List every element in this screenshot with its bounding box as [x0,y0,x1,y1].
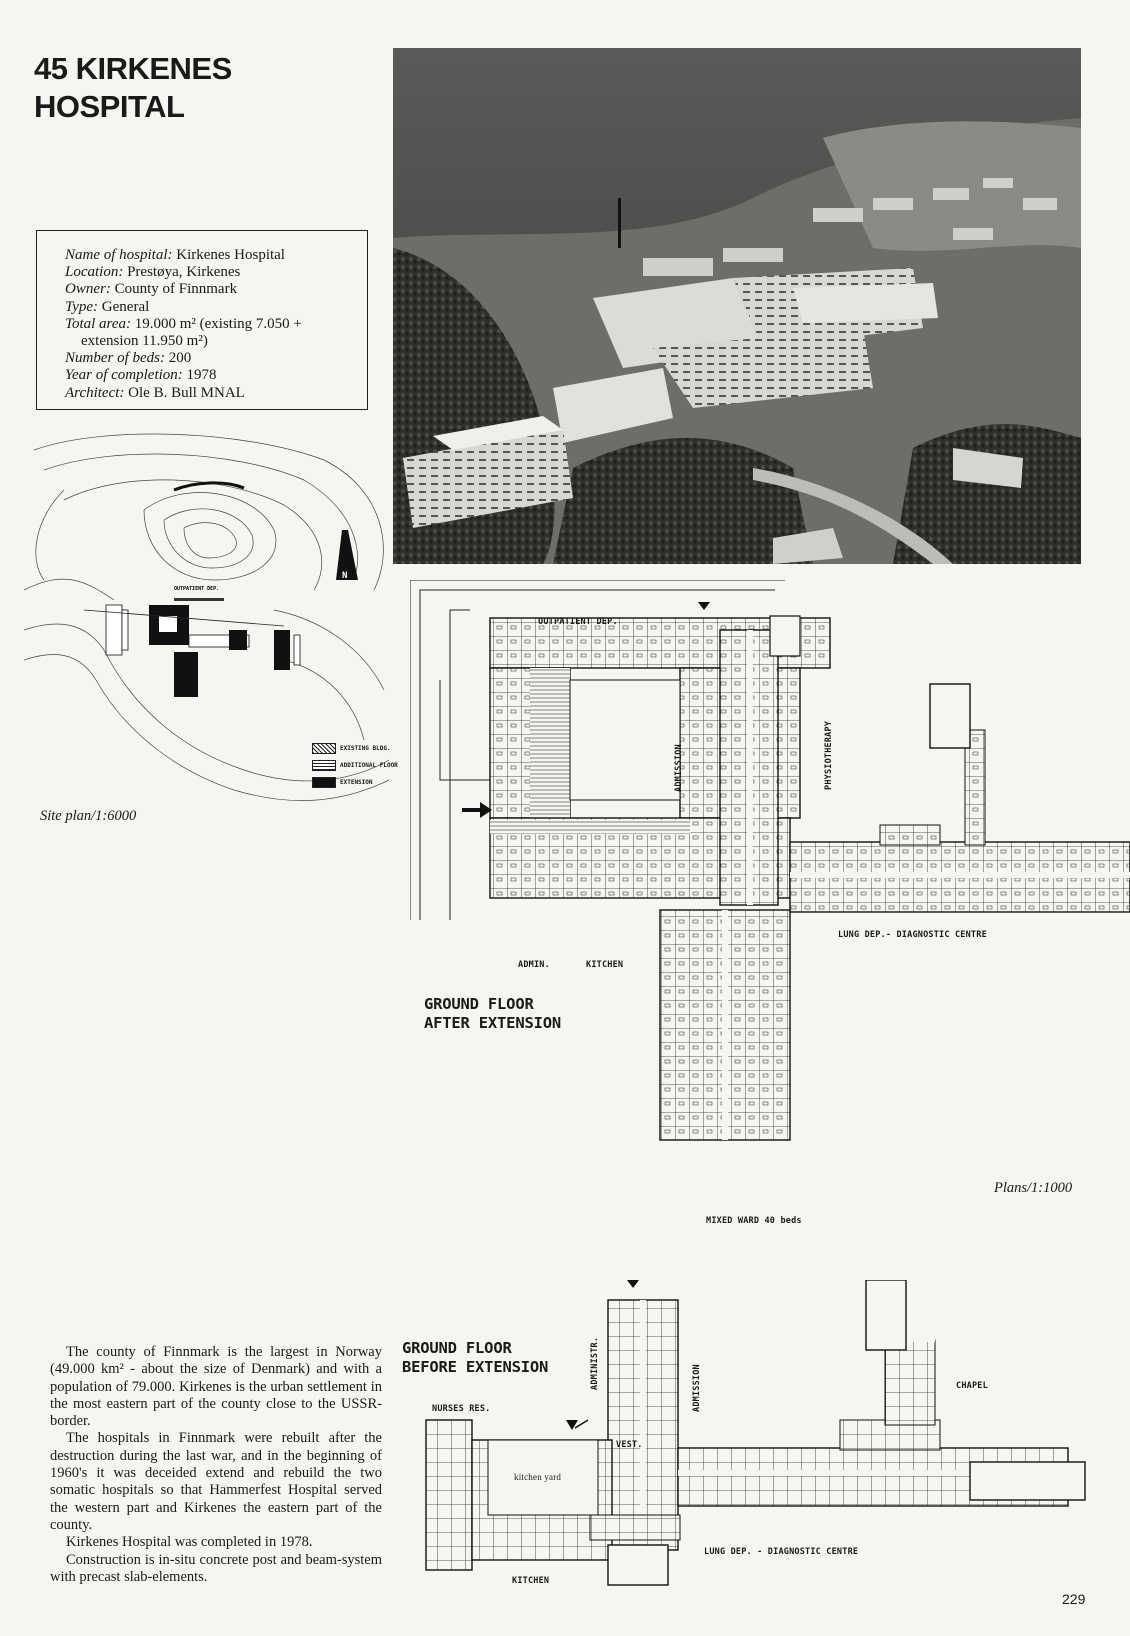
label-physiotherapy: PHYSIOTHERAPY [824,720,834,790]
label-nurses-res: NURSES RES. [432,1404,491,1414]
label-lung-dep-before: LUNG DEP. - DIAGNOSTIC CENTRE [704,1547,859,1557]
floor-plan-after-extension [410,580,1130,1141]
label-vest: VEST. [616,1440,643,1450]
site-plan-drawing: N OUTPATIENT DEP. [24,433,390,801]
plan-before-heading: GROUND FLOOR BEFORE EXTENSION [402,1339,549,1376]
label-mixed-ward: MIXED WARD 40 beds [706,1216,802,1226]
title-line-1: 45 KIRKENES [34,51,232,86]
label-chapel: CHAPEL [956,1381,988,1391]
page-title: 45 KIRKENES HOSPITAL [34,50,354,126]
paragraph: Construction is in-situ concrete post an… [50,1551,382,1585]
paragraph: The county of Finnmark is the largest in… [50,1344,382,1430]
site-road-label: OUTPATIENT DEP. [174,586,219,592]
site-plan-legend: EXISTING BLDG. ADDITIONAL FLOOR EXTENSIO… [312,740,398,791]
floor-plan-before-extension [425,1280,1086,1586]
info-location: Location: Prestøya, Kirkenes [65,264,241,281]
label-lung-dep: LUNG DEP.- DIAGNOSTIC CENTRE [838,930,987,940]
info-architect: Architect: Ole B. Bull MNAL [65,384,245,401]
label-admission-before: ADMISSION [692,1364,702,1412]
info-type: Type: General [65,298,150,315]
info-beds: Number of beds: 200 [65,350,192,367]
label-kitchen: KITCHEN [586,960,624,970]
label-kitchen-yard: kitchen yard [514,1472,562,1482]
info-area: Total area: 19.000 m² (existing 7.050 + [65,315,302,332]
info-name: Name of hospital: Kirkenes Hospital [65,247,285,263]
body-text: The county of Finnmark is the largest in… [50,1344,382,1586]
legend-existing: EXISTING BLDG. [312,740,398,757]
aerial-photo [393,48,1081,564]
info-owner: Owner: County of Finnmark [65,281,238,298]
label-outpatient: OUTPATIENT DEP. [538,617,618,627]
label-administr: ADMINISTR. [590,1336,600,1390]
plans-caption: Plans/1:1000 [994,1180,1073,1196]
paragraph: Kirkenes Hospital was completed in 1978. [66,1534,313,1551]
north-arrow-letter: N [342,571,347,581]
plan-after-heading: GROUND FLOOR AFTER EXTENSION [424,995,561,1032]
legend-extension: EXTENSION [312,774,398,791]
label-kitchen-before: KITCHEN [512,1576,550,1586]
label-admission: ADMISSION [674,744,684,792]
paragraph: The hospitals in Finnmark were rebuilt a… [50,1430,382,1533]
site-plan-caption: Site plan/1:6000 [40,808,137,824]
legend-additional: ADDITIONAL FLOOR [312,757,398,774]
title-line-2: HOSPITAL [34,89,185,124]
info-year: Year of completion: 1978 [65,367,217,384]
info-area-cont: extension 11.950 m²) [81,333,208,350]
label-admin: ADMIN. [518,960,550,970]
page-number: 229 [1062,1591,1086,1607]
hospital-info-box: Name of hospital: Kirkenes Hospital Loca… [36,230,368,410]
